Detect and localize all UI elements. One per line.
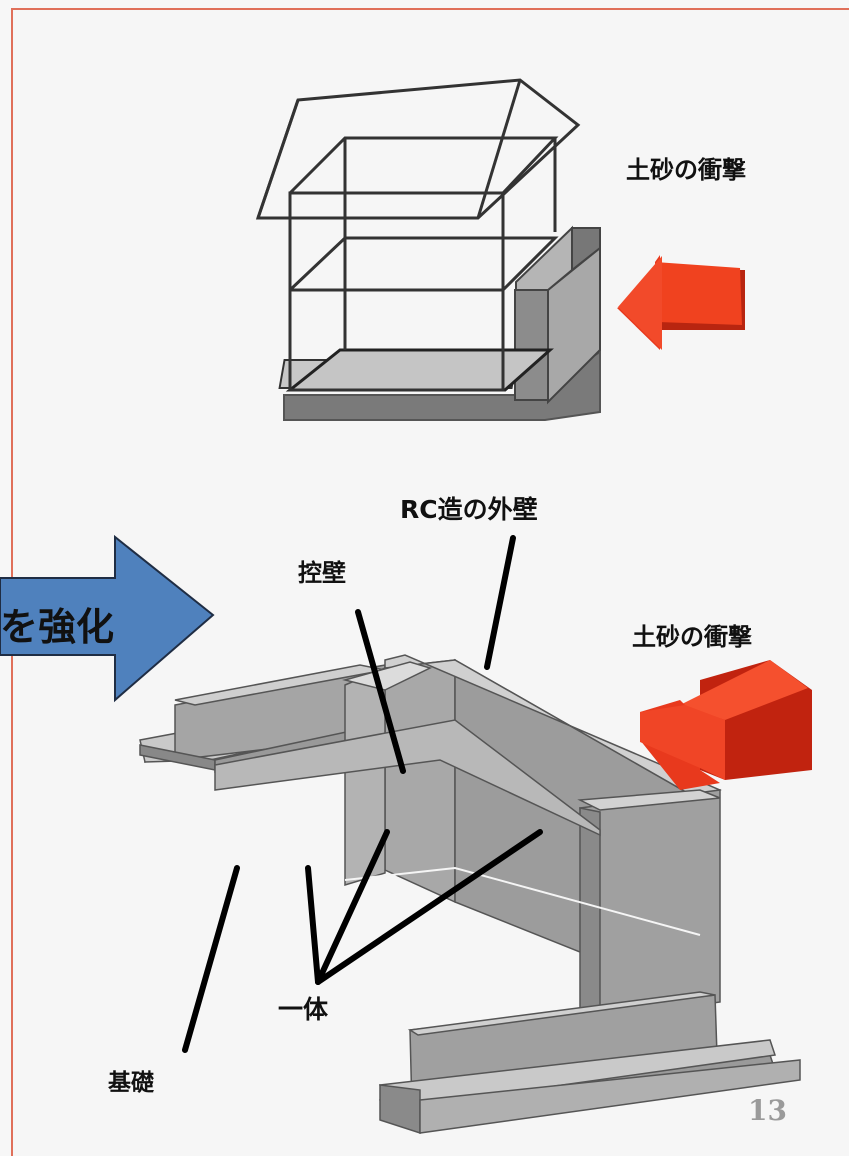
label-impact-bottom: 土砂の衝撃 [632,623,752,651]
label-integrated: 一体 [278,995,329,1024]
label-rc-wall: RC造の外壁 [400,495,538,524]
leader-integrated-1 [305,865,321,985]
leader-integrated-3 [315,829,543,985]
label-impact-top: 土砂の衝撃 [626,156,746,184]
leader-integrated-2 [315,829,390,985]
impact-arrow-bottom [640,660,812,790]
leader-foundation [182,865,240,1053]
leader-lines [182,535,543,1053]
house-frame-illustration [255,78,601,421]
leader-rc-wall [484,535,516,670]
strengthen-arrow-text: を強化 [0,605,115,649]
label-buttress: 控壁 [298,559,346,587]
impact-arrow-top [617,255,745,350]
strengthen-arrow [0,534,215,703]
leader-buttress [355,609,406,774]
label-foundation: 基礎 [108,1070,154,1096]
rc-structure-illustration [139,654,801,1135]
page-number: 13 [748,1094,787,1127]
